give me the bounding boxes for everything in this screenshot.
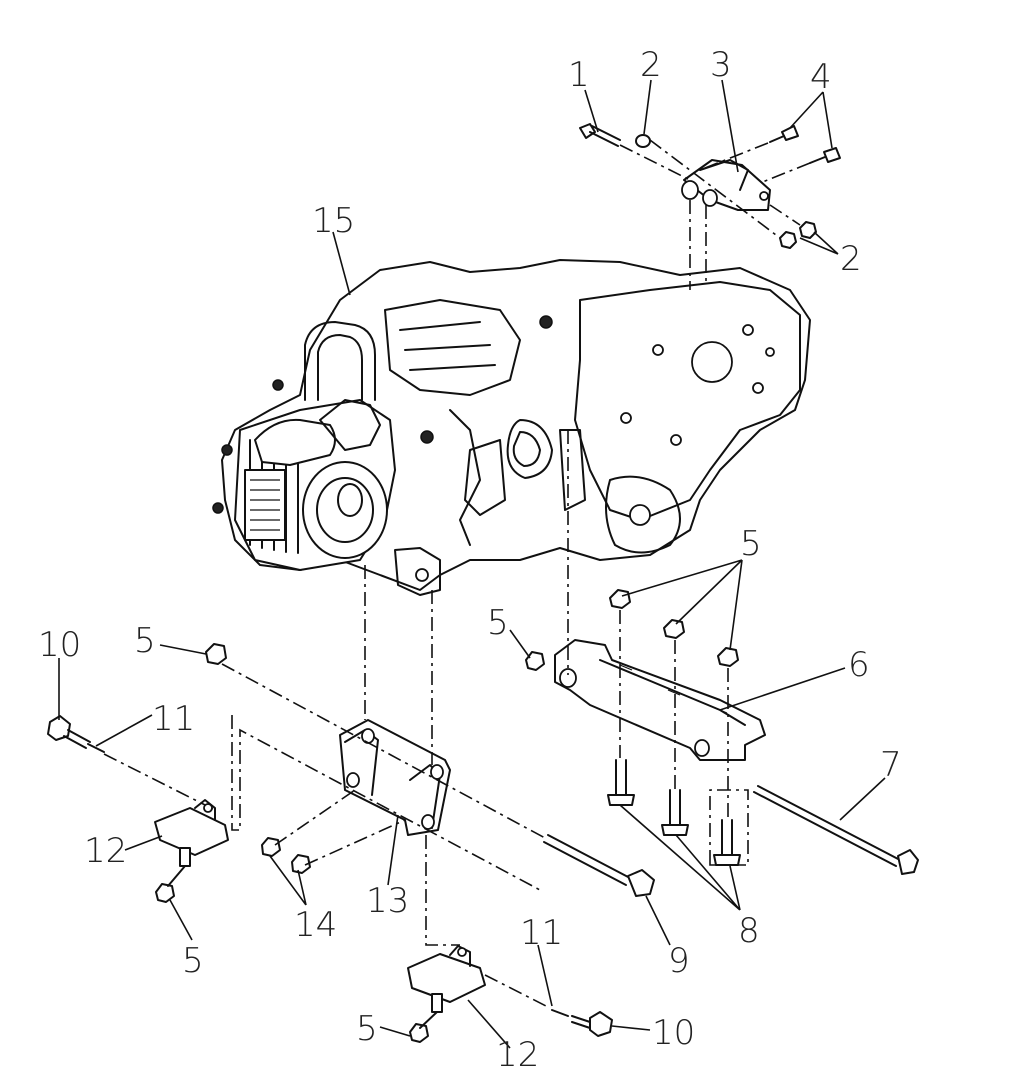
- bolt-1: [579, 123, 621, 147]
- callout-5-center: 5: [487, 603, 509, 643]
- callout-4: 4: [810, 57, 832, 97]
- callout-9: 9: [668, 941, 690, 981]
- callout-5-lower-left: 5: [182, 941, 204, 981]
- washer-2: [635, 134, 651, 148]
- rubber-mount-12-bottom: [407, 945, 486, 1043]
- spacer-11-left: [87, 743, 105, 753]
- callout-11-left: 11: [152, 699, 195, 739]
- callout-2-top: 2: [640, 45, 662, 85]
- bolts-4: [769, 125, 841, 164]
- callout-2-right: 2: [840, 239, 862, 279]
- upper-mount-bracket-group: [579, 123, 841, 290]
- bolts-8: [607, 759, 741, 866]
- bolt-10-bottom: [571, 1011, 613, 1037]
- bracket-3: [681, 159, 771, 211]
- leader-lines: [58, 79, 886, 1049]
- callout-6: 6: [848, 645, 870, 685]
- callout-10-left: 10: [38, 625, 81, 665]
- flange-nut-5-left: [205, 643, 227, 665]
- callout-12-bottom: 12: [496, 1035, 539, 1068]
- long-bolt-9: [543, 834, 655, 897]
- flange-nuts-5-right: [525, 589, 739, 671]
- through-bolt-7: [753, 785, 919, 875]
- rubber-mount-12-left: [154, 799, 229, 903]
- nuts-2: [779, 221, 817, 249]
- callout-3: 3: [710, 45, 732, 85]
- callout-5-right-top: 5: [740, 524, 762, 564]
- spacer-11-bottom: [551, 1009, 569, 1017]
- callout-5-left: 5: [134, 621, 156, 661]
- callout-7: 7: [880, 745, 902, 785]
- callout-1: 1: [568, 55, 590, 95]
- callout-5-bottom: 5: [356, 1009, 378, 1049]
- bolt-10-left: [47, 715, 91, 749]
- callout-13: 13: [366, 881, 409, 921]
- mount-plate-13: [339, 719, 451, 836]
- callout-15: 15: [312, 201, 355, 241]
- callout-8: 8: [738, 911, 760, 951]
- callout-12-left: 12: [84, 831, 127, 871]
- engine-assembly: [212, 259, 811, 596]
- nuts-14: [261, 837, 311, 874]
- callout-11-bottom: 11: [520, 913, 563, 953]
- callout-labels: 1 2 3 4 2 15 5 5 6 10 5 11 7 12 13 14 5 …: [38, 45, 902, 1068]
- callout-14: 14: [294, 905, 337, 945]
- cross-bracket-6: [554, 639, 766, 761]
- callout-10-bottom: 10: [652, 1013, 695, 1053]
